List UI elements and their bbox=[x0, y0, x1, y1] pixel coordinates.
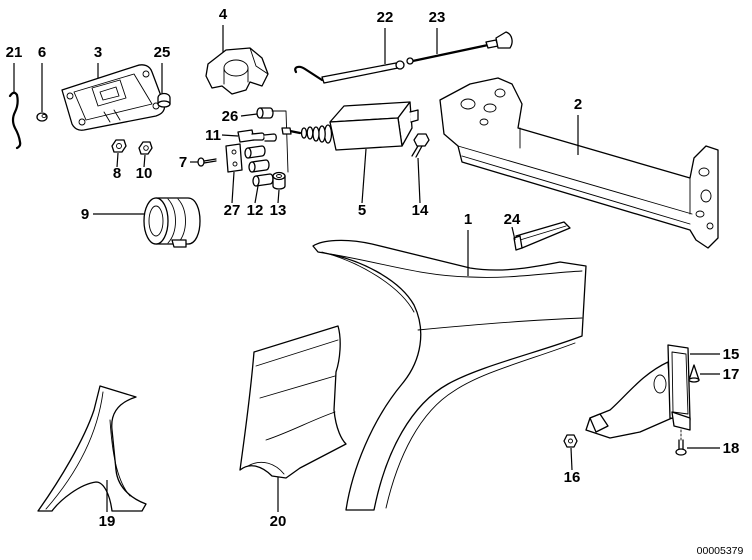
callout-8: 8 bbox=[113, 165, 121, 182]
callout-17: 17 bbox=[723, 366, 740, 383]
callout-10: 10 bbox=[136, 165, 153, 182]
part-12-drawing bbox=[244, 145, 274, 187]
part-13-drawing bbox=[272, 171, 286, 190]
callout-27: 27 bbox=[224, 202, 241, 219]
part-11-drawing bbox=[237, 129, 277, 143]
callout-26: 26 bbox=[222, 108, 239, 125]
callout-4: 4 bbox=[219, 6, 228, 23]
leader-line-27 bbox=[231, 171, 235, 204]
reference-number: 00005379 bbox=[697, 545, 744, 557]
callout-6: 6 bbox=[38, 44, 46, 61]
callout-19: 19 bbox=[99, 513, 116, 530]
leader-line-13 bbox=[277, 189, 280, 204]
part-6-drawing bbox=[36, 112, 48, 122]
callout-20: 20 bbox=[270, 513, 287, 530]
part-16-drawing bbox=[563, 434, 578, 448]
callout-22: 22 bbox=[377, 9, 394, 26]
callout-14: 14 bbox=[412, 202, 429, 219]
part-9-drawing bbox=[143, 197, 201, 248]
callout-3: 3 bbox=[94, 44, 102, 61]
leader-line-26 bbox=[240, 113, 258, 117]
part-1-drawing bbox=[312, 239, 587, 511]
leader-line-11 bbox=[221, 134, 239, 137]
part-21-drawing bbox=[8, 91, 22, 150]
leader-line-10 bbox=[143, 154, 146, 168]
leader-line-8 bbox=[116, 152, 119, 168]
callout-7: 7 bbox=[179, 154, 187, 171]
callout-11: 11 bbox=[205, 127, 221, 144]
part-4-drawing bbox=[205, 47, 269, 95]
part-8-drawing bbox=[111, 139, 127, 153]
leader-line-14 bbox=[417, 157, 421, 204]
part-3-drawing bbox=[61, 64, 166, 131]
callout-9: 9 bbox=[81, 206, 89, 223]
part-27-drawing bbox=[225, 143, 243, 173]
part-19-drawing bbox=[37, 385, 147, 512]
callout-25: 25 bbox=[154, 44, 171, 61]
callout-labels: 21 6 3 25 4 22 23 2 26 11 7 8 10 9 27 12… bbox=[6, 6, 740, 530]
part-10-drawing bbox=[138, 141, 153, 155]
leader-lines bbox=[13, 25, 720, 512]
part-22-drawing bbox=[294, 60, 405, 84]
part-17-drawing bbox=[688, 364, 700, 383]
callout-15: 15 bbox=[723, 346, 740, 363]
leader-line-16 bbox=[570, 447, 573, 471]
leader-line-5 bbox=[361, 148, 367, 204]
callout-1: 1 bbox=[464, 211, 472, 228]
callout-21: 21 bbox=[6, 44, 23, 61]
callout-2: 2 bbox=[574, 96, 582, 113]
leader-line-12 bbox=[254, 185, 259, 204]
callout-5: 5 bbox=[358, 202, 366, 219]
part-24-drawing bbox=[513, 221, 571, 251]
callout-18: 18 bbox=[723, 440, 740, 457]
part-5-drawing bbox=[281, 101, 419, 151]
part-25-drawing bbox=[157, 92, 171, 108]
part-23-drawing bbox=[406, 31, 513, 65]
part-15-drawing bbox=[585, 344, 691, 439]
callout-23: 23 bbox=[429, 9, 446, 26]
leader-line-24 bbox=[511, 226, 516, 241]
callout-13: 13 bbox=[270, 202, 287, 219]
callout-24: 24 bbox=[504, 211, 521, 228]
callout-12: 12 bbox=[247, 202, 264, 219]
part-18-drawing bbox=[675, 429, 687, 456]
part-14-drawing bbox=[411, 133, 430, 158]
part-26-drawing bbox=[256, 107, 289, 173]
part-2-drawing bbox=[439, 77, 719, 249]
part-20-drawing bbox=[239, 325, 347, 479]
callout-16: 16 bbox=[564, 469, 581, 486]
part-7-drawing bbox=[197, 157, 217, 167]
